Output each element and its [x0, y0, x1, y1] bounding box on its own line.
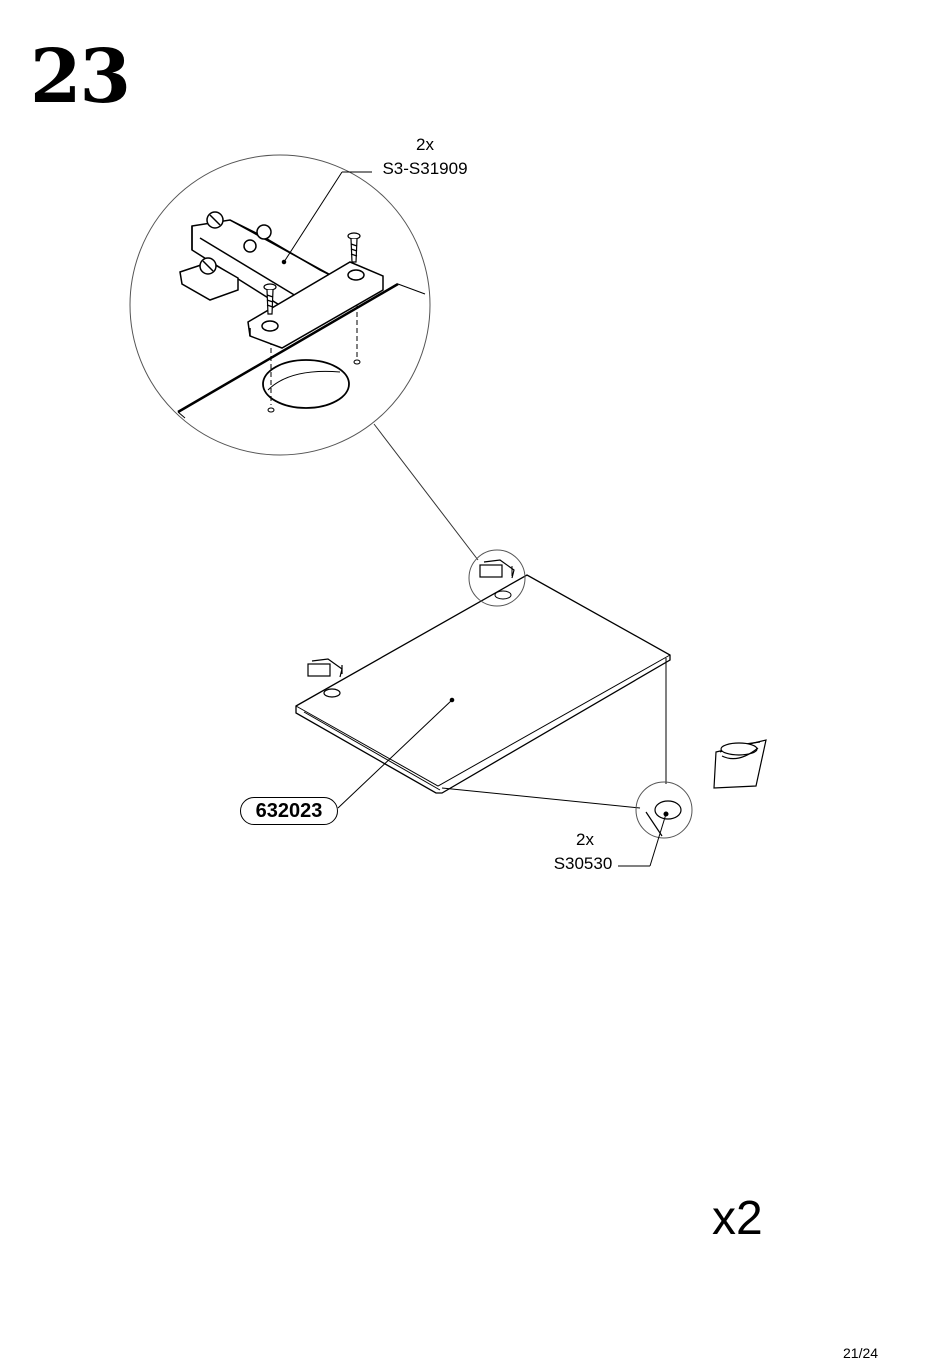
- magnifier-connector: [374, 424, 478, 560]
- hinge-icon: [180, 212, 383, 348]
- pad-location-circle: [636, 782, 692, 838]
- hinge-detail-magnifier: [130, 155, 430, 455]
- door-panel: [296, 575, 670, 793]
- pad-callout-leader: [618, 814, 666, 866]
- hinge-location-circle: [469, 550, 525, 606]
- handle-icon: [714, 740, 766, 788]
- pad-guide-line: [442, 788, 640, 808]
- hinge-callout-leader: [284, 172, 372, 262]
